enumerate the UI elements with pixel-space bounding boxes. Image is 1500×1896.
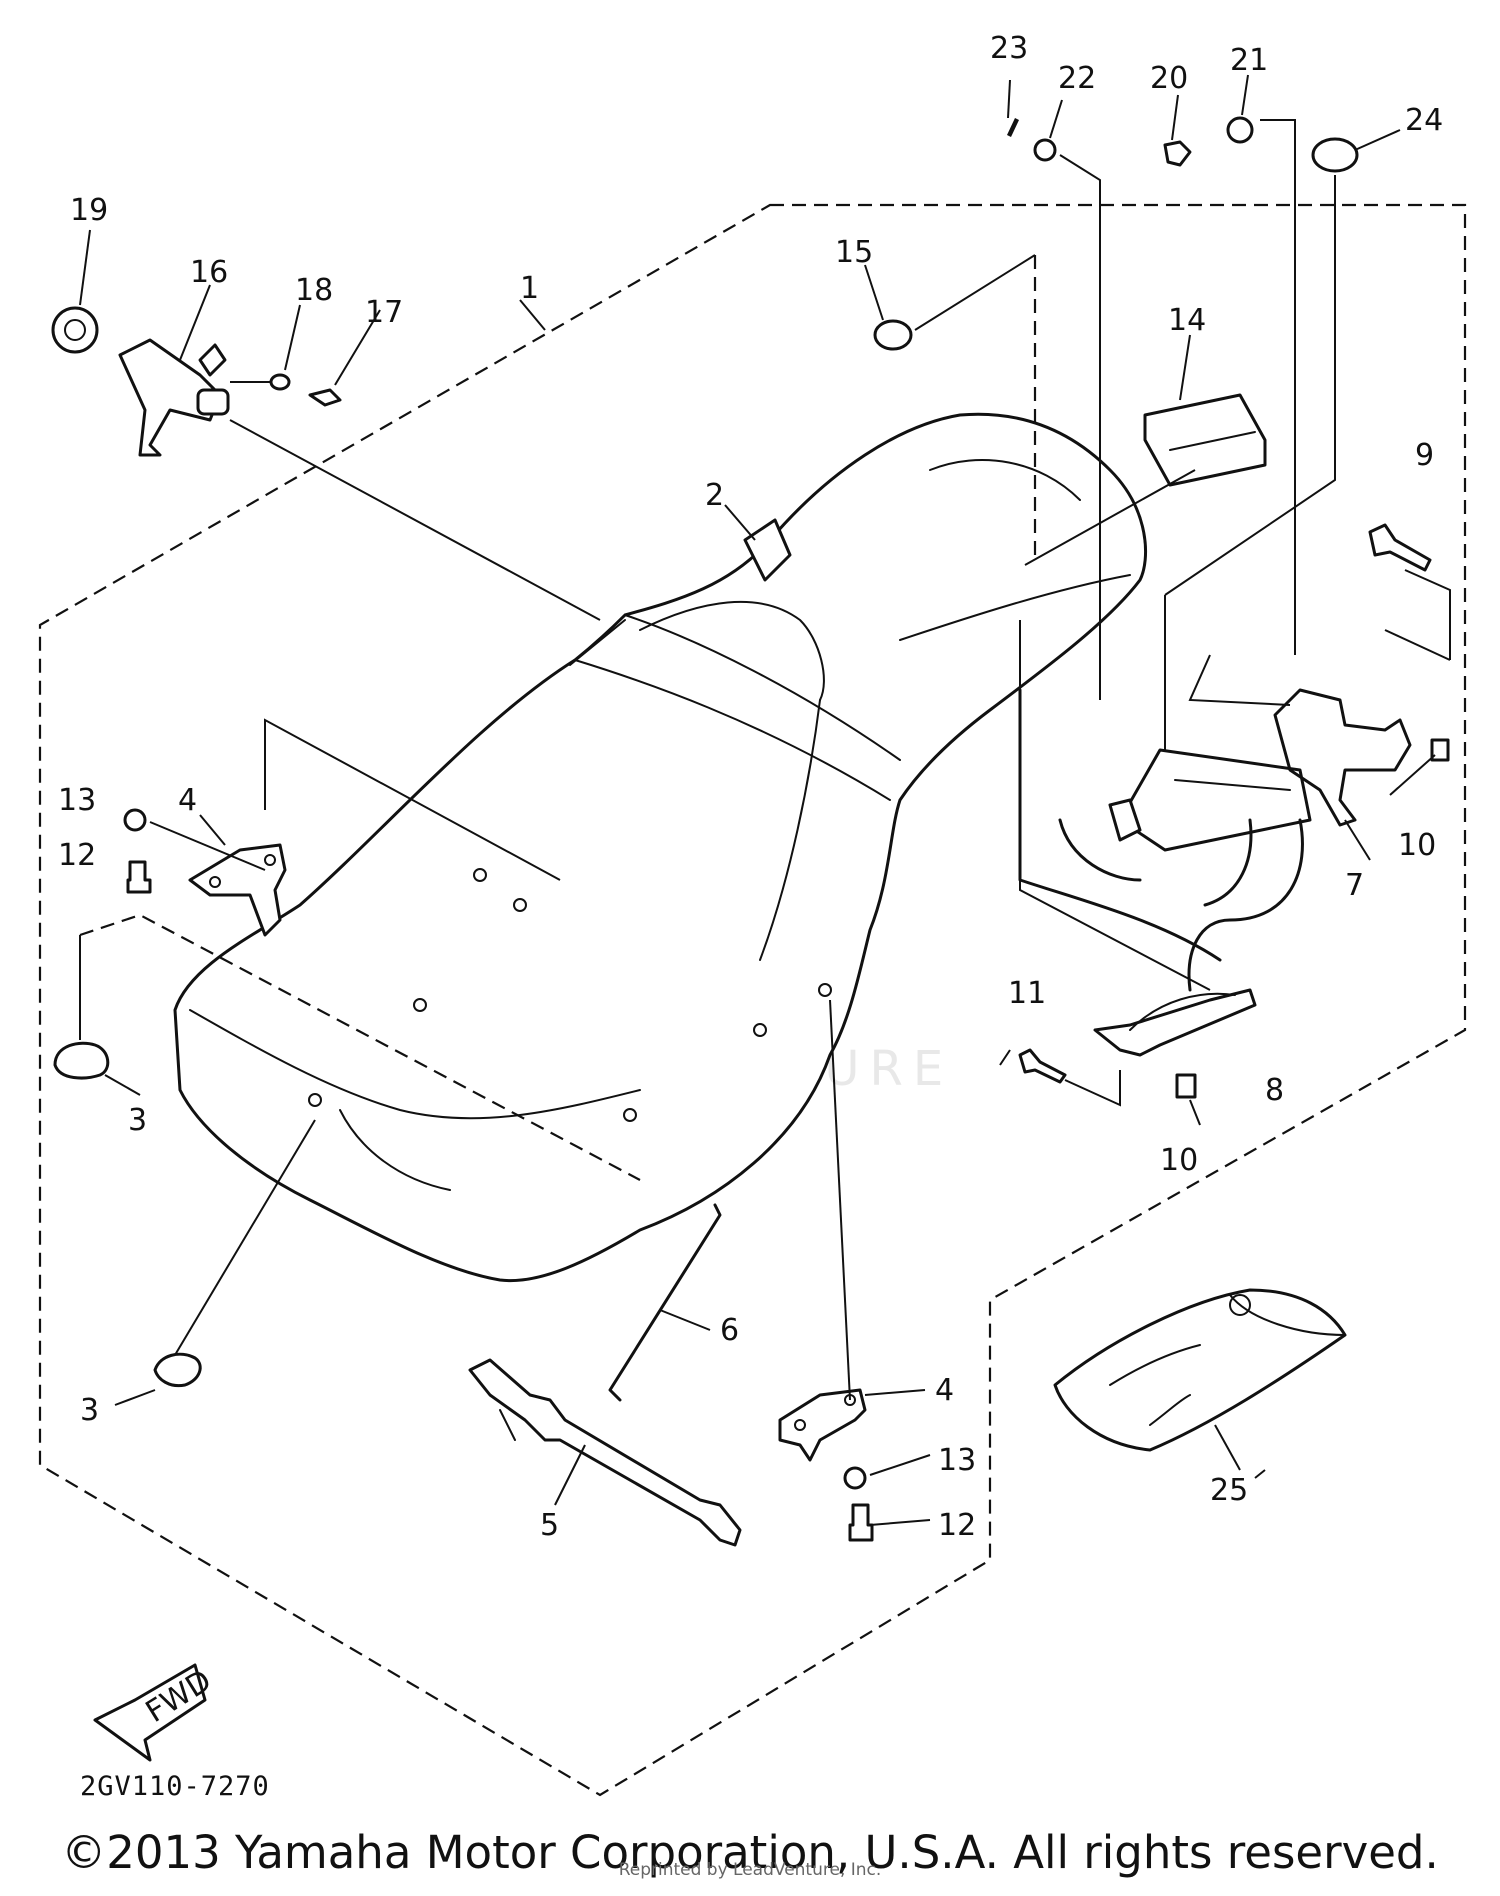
lower-mount-group — [468, 999, 874, 1547]
callout-10a: 10 — [1398, 828, 1436, 863]
callout-8: 8 — [1265, 1073, 1284, 1108]
nut-13a-part — [123, 808, 147, 832]
callout-6: 6 — [720, 1313, 739, 1348]
bolt-11-part — [1018, 1048, 1067, 1084]
mount-hole — [308, 1093, 322, 1107]
bolt-12b-part — [848, 1503, 874, 1542]
copyright-notice: ©2013 Yamaha Motor Corporation, U.S.A. A… — [61, 1826, 1439, 1879]
hinge-group — [1273, 523, 1451, 827]
seat-contour — [624, 614, 901, 761]
seat-contour — [929, 459, 1081, 501]
callout-4a: 4 — [178, 783, 197, 818]
mount-hole — [623, 1108, 637, 1122]
bolt-20-part — [1163, 140, 1192, 167]
lock-cap-part — [51, 306, 99, 354]
seat-contour — [339, 1109, 451, 1191]
diagram-code: 2GV110-7270 — [80, 1771, 270, 1802]
callout-21: 21 — [1230, 43, 1268, 78]
callout-19: 19 — [70, 193, 108, 228]
grommet-15-part — [873, 319, 913, 351]
cable-6-part — [608, 1203, 722, 1402]
tail-hardware — [873, 116, 1359, 700]
nut-10b-part — [1175, 1073, 1197, 1099]
reflector-14-part — [1143, 393, 1267, 487]
callout-23: 23 — [990, 31, 1028, 66]
fwd-arrow: FWD — [93, 1663, 218, 1762]
callout-2: 2 — [705, 478, 724, 513]
callout-13b: 13 — [938, 1443, 976, 1478]
latch-group — [1018, 880, 1257, 1107]
callout-numbers: 1 2 3 3 4 4 5 6 7 8 9 10 10 11 12 12 13 … — [58, 31, 1443, 1802]
mount-hole — [473, 868, 487, 882]
nut-13b-part — [843, 1466, 867, 1490]
callout-7: 7 — [1345, 868, 1364, 903]
bolt-9-part — [1368, 523, 1432, 572]
frame-group — [1018, 595, 1312, 992]
callout-18: 18 — [295, 273, 333, 308]
seat-contour — [759, 699, 821, 961]
seat-contour — [574, 659, 891, 801]
grommet-3b-part — [153, 1352, 202, 1388]
callout-13a: 13 — [58, 783, 96, 818]
grommet-3a-part — [53, 1041, 110, 1080]
seat-strap-part — [743, 518, 792, 582]
callout-3a: 3 — [128, 1103, 147, 1138]
callout-15: 15 — [835, 235, 873, 270]
callout-10b: 10 — [1160, 1143, 1198, 1178]
callout-1: 1 — [520, 271, 539, 306]
seat-contour — [189, 1009, 641, 1120]
callout-12a: 12 — [58, 838, 96, 873]
mount-hole — [513, 898, 527, 912]
seat-contour — [639, 600, 825, 701]
nut-10-part — [1430, 738, 1450, 762]
seat-assembly — [173, 412, 1148, 1283]
callout-leaders — [79, 74, 1436, 1526]
hinge-7-part — [1273, 688, 1412, 827]
tool-bag-group — [1053, 1288, 1347, 1471]
nut-21-part — [1226, 116, 1254, 144]
cap-24-part — [1311, 137, 1359, 173]
lock-bracket-part — [198, 343, 227, 377]
seat-lock-group — [51, 306, 601, 621]
callout-5: 5 — [540, 1508, 559, 1543]
callout-25: 25 — [1210, 1473, 1248, 1508]
mount-hole — [753, 1023, 767, 1037]
rod-5-part — [468, 1358, 742, 1547]
callout-9: 9 — [1415, 438, 1434, 473]
screw-17-part — [308, 388, 342, 407]
mount-hole — [413, 998, 427, 1012]
callout-4b: 4 — [935, 1373, 954, 1408]
callout-20: 20 — [1150, 61, 1188, 96]
bolt-12a-part — [126, 860, 152, 894]
pin-23-part — [1007, 118, 1019, 137]
lock-head-part — [196, 388, 230, 416]
frame-stay-part — [1108, 798, 1142, 842]
seat-body — [173, 412, 1148, 1283]
washer-18-part — [269, 373, 291, 391]
seat-strap-edge — [569, 619, 626, 666]
callout-16: 16 — [190, 255, 228, 290]
bracket-4b-part — [778, 1388, 867, 1462]
callout-12b: 12 — [938, 1508, 976, 1543]
latch-8-part — [1093, 988, 1257, 1057]
washer-22-part — [1033, 138, 1057, 162]
mount-hole — [818, 983, 832, 997]
callout-22: 22 — [1058, 61, 1096, 96]
left-mount-group — [53, 718, 641, 1388]
callout-17: 17 — [365, 295, 403, 330]
callout-24: 24 — [1405, 103, 1443, 138]
callout-14: 14 — [1168, 303, 1206, 338]
callout-3b: 3 — [80, 1393, 99, 1428]
callout-11: 11 — [1008, 976, 1046, 1011]
reprint-notice: Reprinted by LeadVenture, Inc. — [618, 1860, 882, 1880]
assembly-boundary — [38, 203, 1467, 1797]
lock-cylinder-part — [118, 338, 222, 457]
tool-bag-25-part — [1053, 1288, 1347, 1452]
